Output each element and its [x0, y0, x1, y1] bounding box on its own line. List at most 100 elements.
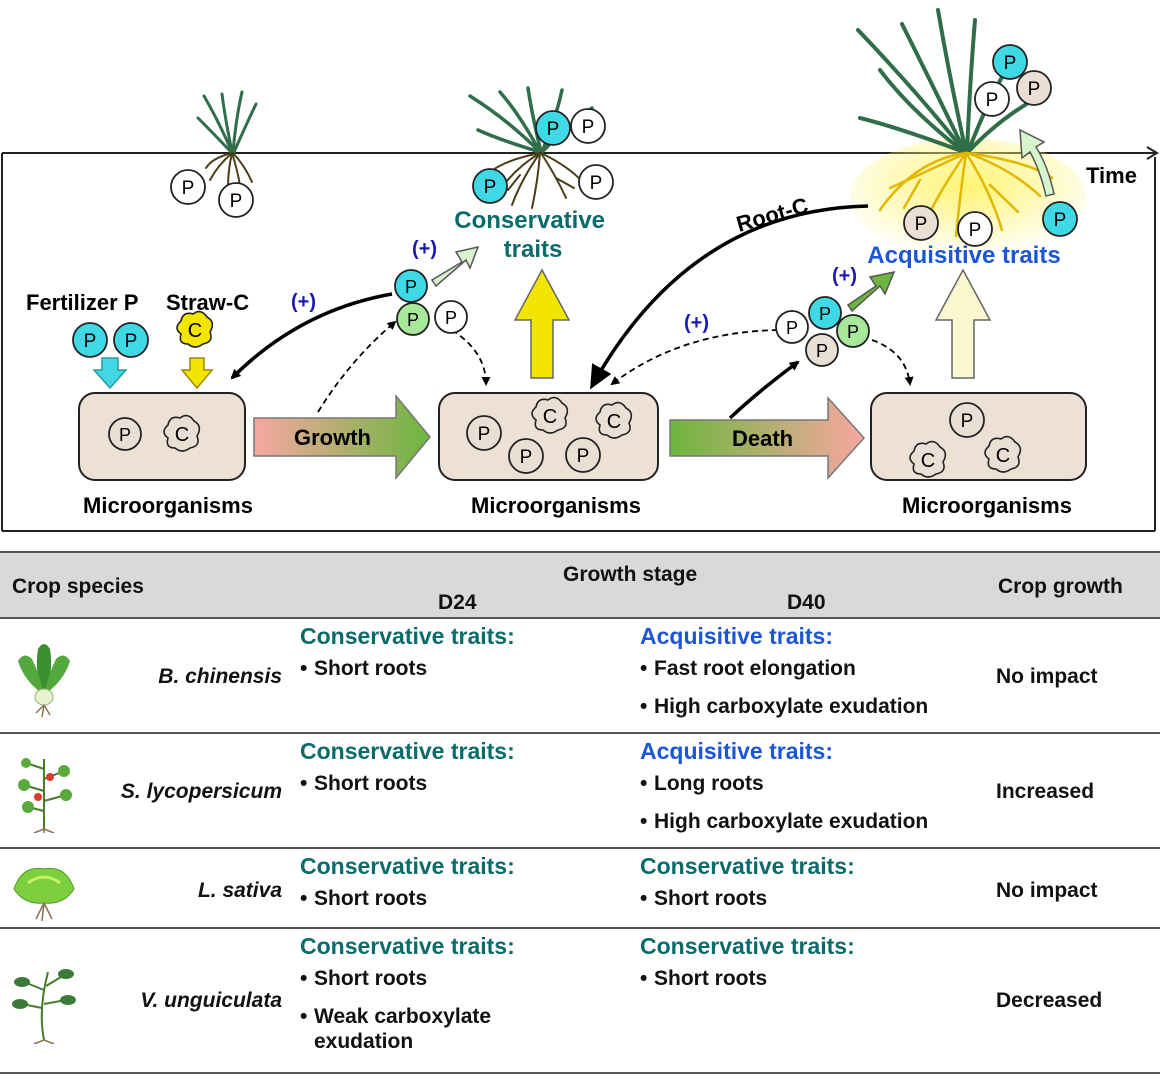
trait-item: Weak carboxylate exudation [300, 1004, 544, 1054]
table-row: B. chinensis Conservative traits: Short ro… [0, 618, 1160, 733]
d24-trait-list: Short roots [300, 656, 630, 681]
bok-choy-icon [8, 635, 80, 724]
svg-text:P: P [786, 318, 798, 338]
svg-text:P: P [445, 308, 457, 328]
d24-traits-cell: Conservative traits: Short rootsWeak carb… [290, 928, 630, 1073]
conservative-traits-label: Conservative traits [454, 207, 611, 263]
phosphorus-circle-19: P [808, 296, 842, 330]
phosphorus-circle-4: P [570, 108, 606, 144]
phosphorus-circle-7: P [394, 269, 428, 303]
root-c-arrow [590, 204, 869, 390]
svg-text:P: P [119, 425, 131, 445]
d24-trait-title: Conservative traits: [300, 738, 515, 764]
phosphorus-circle-8: P [396, 302, 430, 336]
header-crop-species: Crop species [12, 575, 144, 598]
svg-text:P: P [125, 331, 138, 352]
phosphorus-circle-24: P [508, 438, 544, 474]
species-cell: L. sativa [0, 848, 290, 928]
fertilizer-down-arrow [92, 357, 128, 390]
trait-item: Short roots [300, 966, 630, 991]
phosphorus-circle-18: P [775, 310, 809, 344]
svg-text:P: P [816, 341, 828, 361]
phosphorus-circle-25: P [565, 437, 601, 473]
crop-traits-table: Crop species Growth stage D24 D40 Crop g… [0, 551, 1160, 1074]
straw-down-arrow [180, 357, 214, 390]
d40-trait-list: Fast root elongationHigh carboxylate exu… [640, 656, 986, 719]
phosphorus-circle-5: P [472, 168, 508, 204]
species-cell: S. lycopersicum [0, 733, 290, 848]
species-name: B. chinensis [158, 665, 282, 688]
carbon-cloud-4: C [595, 401, 633, 439]
trait-item: Short roots [640, 966, 986, 991]
phosphorus-circle-12: P [992, 44, 1028, 80]
cowpea-plant-icon [8, 960, 80, 1049]
svg-text:C: C [175, 424, 189, 446]
phosphorus-circle-6: P [578, 164, 614, 200]
svg-text:P: P [582, 117, 595, 138]
d40-trait-title: Acquisitive traits: [640, 738, 833, 764]
svg-text:P: P [484, 177, 497, 198]
svg-text:P: P [577, 446, 590, 467]
svg-text:P: P [182, 178, 195, 199]
crop-growth-cell: Decreased [986, 928, 1160, 1073]
acquisitive-traits-label: Acquisitive traits [867, 242, 1060, 269]
svg-text:P: P [230, 191, 243, 212]
plus-label-3: (+) [684, 312, 709, 334]
svg-text:P: P [1028, 79, 1041, 100]
yellow-up-arrow [513, 268, 571, 379]
d40-trait-title: Conservative traits: [640, 933, 855, 959]
d24-traits-cell: Conservative traits: Short roots [290, 848, 630, 928]
phosphorus-circle-22: P [108, 417, 142, 451]
phosphorus-circle-26: P [949, 402, 985, 438]
d24-trait-title: Conservative traits: [300, 623, 515, 649]
lettuce-icon [8, 849, 80, 938]
dashed-arrow-box1-up [317, 320, 397, 413]
crop-growth-value: Decreased [996, 989, 1103, 1012]
pathway-diagram: Time [1, 8, 1159, 532]
crop-growth-cell: No impact [986, 848, 1160, 928]
svg-text:P: P [405, 277, 417, 297]
phosphorus-circle-13: P [974, 81, 1010, 117]
svg-text:P: P [407, 310, 419, 330]
d40-traits-cell: Acquisitive traits: Long rootsHigh carbox… [630, 733, 986, 848]
microorganism-box-3 [870, 392, 1087, 481]
carbon-cloud-5: C [909, 440, 947, 478]
d24-traits-cell: Conservative traits: Short roots [290, 733, 630, 848]
small-plant-icon [196, 90, 258, 189]
svg-text:P: P [915, 214, 928, 235]
phosphorus-circle-15: P [903, 205, 939, 241]
phosphorus-circle-16: P [957, 211, 993, 247]
d24-traits-cell: Conservative traits: Short roots [290, 618, 630, 733]
header-d40: D40 [787, 591, 826, 614]
species-name: L. sativa [197, 879, 282, 902]
trait-item: Short roots [300, 771, 630, 796]
microorganisms-label-1: Microorganisms [83, 493, 253, 518]
phosphorus-circle-1: P [170, 169, 206, 205]
growth-arrow [253, 393, 431, 481]
phosphorus-circle-21: P [805, 333, 839, 367]
medium-plant-icon [468, 86, 594, 209]
d40-trait-list: Short roots [640, 886, 986, 911]
d24-trait-title: Conservative traits: [300, 853, 515, 879]
header-d24: D24 [438, 591, 477, 614]
dashed-arrow-to-box2 [451, 329, 491, 386]
svg-text:P: P [961, 411, 974, 432]
death-arrow [669, 396, 866, 480]
trait-item: High carboxylate exudation [640, 694, 986, 719]
trait-item: Long roots [640, 771, 986, 796]
svg-text:C: C [543, 406, 557, 428]
table-row: L. sativa Conservative traits: Short roots… [0, 848, 1160, 928]
microorganisms-label-2: Microorganisms [471, 493, 641, 518]
d40-trait-list: Long rootsHigh carboxylate exudation [640, 771, 986, 834]
svg-text:P: P [1004, 53, 1017, 74]
svg-text:P: P [986, 90, 999, 111]
green-diagonal-arrow [846, 270, 896, 313]
svg-text:C: C [921, 450, 935, 472]
trait-item: Short roots [300, 886, 630, 911]
death-label: Death [732, 426, 793, 451]
table-header-row: Crop species Growth stage D24 D40 Crop g… [0, 552, 1160, 618]
d24-trait-title: Conservative traits: [300, 933, 515, 959]
